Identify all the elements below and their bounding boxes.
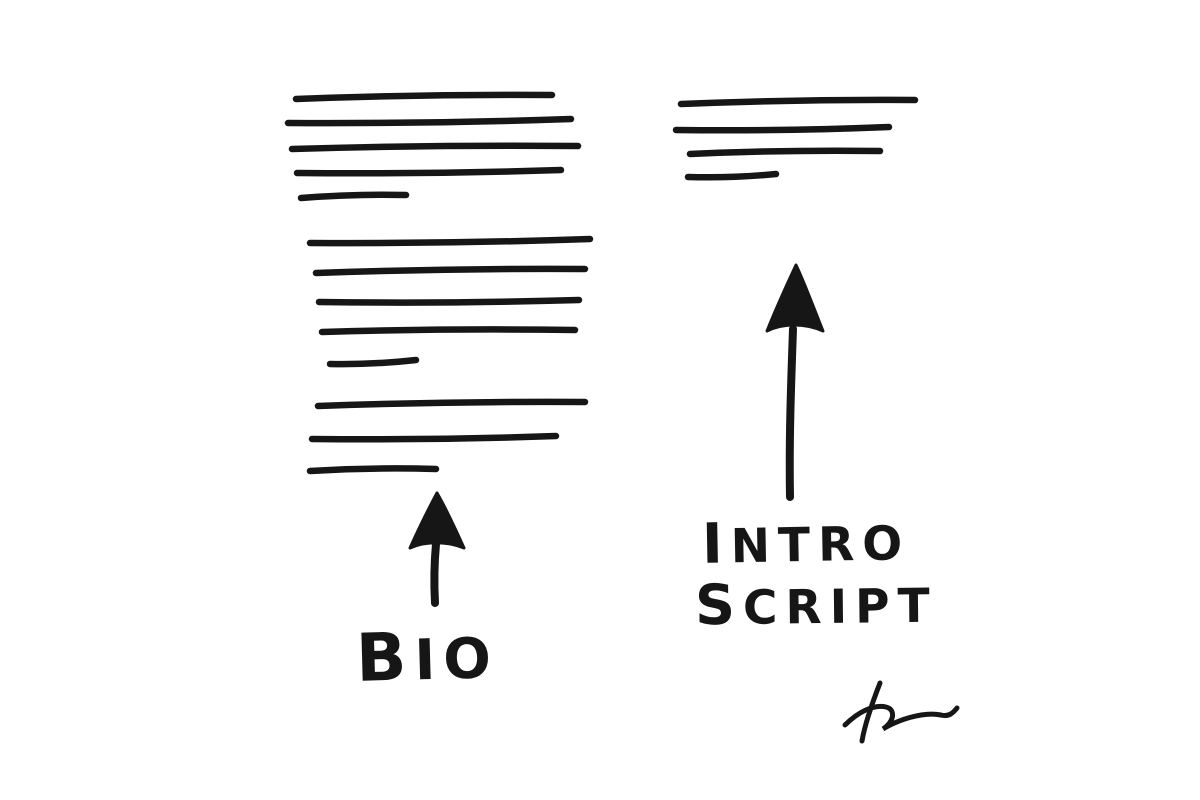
sketch-text-line: [315, 296, 583, 306]
bio-arrow-up-icon: [408, 491, 466, 607]
bio-arrow-shaft: [430, 540, 440, 607]
signature-stroke-2: [842, 703, 960, 732]
sketch-text-line: [306, 235, 594, 247]
sketch-text-line: [308, 432, 560, 443]
sketch-text-line: [318, 326, 579, 336]
sketch-text-line: [292, 91, 556, 103]
sketch-text-line: [684, 170, 780, 181]
bio-text-block: [284, 91, 594, 475]
sketch-text-line: [686, 147, 884, 158]
sketch-text-line: [677, 96, 919, 108]
signature-stroke-1: [859, 680, 883, 744]
sketch-text-line: [314, 398, 589, 410]
intro-script-label-line1: INTRO: [701, 512, 911, 577]
signature-mark: [842, 680, 960, 744]
intro-arrow-up-icon: [765, 263, 825, 501]
intro-arrow-head: [765, 263, 825, 333]
sketch-text-line: [672, 123, 893, 134]
sketch-text-line: [297, 191, 410, 202]
sketch-text-line: [288, 142, 582, 153]
sketch-text-line: [306, 465, 440, 475]
intro-script-label-line2: SCRIPT: [694, 573, 938, 639]
intro-arrow-shaft: [785, 325, 797, 501]
sketch-text-line: [312, 265, 589, 277]
sketch-text-line: [284, 115, 575, 127]
sketch-text-line: [293, 166, 565, 177]
sketch-text-line: [326, 356, 420, 368]
bio-arrow-head: [408, 491, 466, 550]
intro-script-text-block: [672, 96, 919, 181]
bio-label: BIO: [355, 618, 500, 697]
